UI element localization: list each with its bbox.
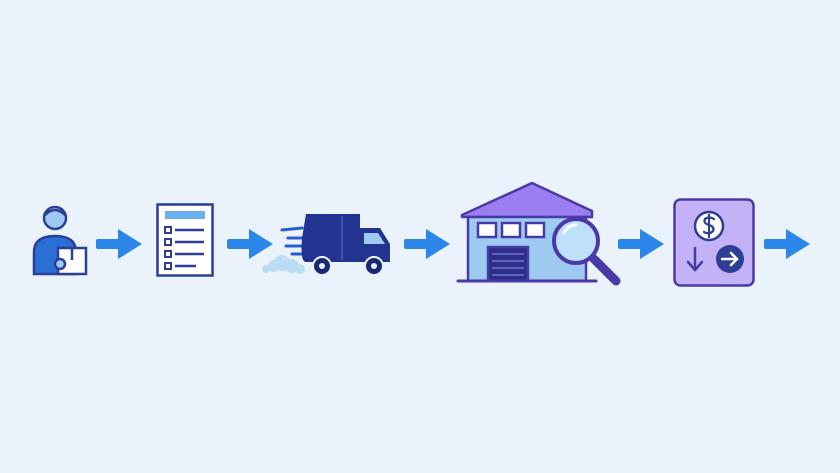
right-arrow-icon <box>404 229 452 259</box>
checklist-document-icon <box>156 203 214 277</box>
right-arrow-icon <box>618 229 666 259</box>
warehouse-inspection-icon <box>456 181 624 289</box>
right-arrow-icon <box>764 229 812 259</box>
refund-dollar-icon <box>673 198 755 288</box>
person-with-package-icon <box>28 204 92 278</box>
right-arrow-icon <box>227 229 275 259</box>
delivery-truck-icon <box>252 208 398 282</box>
right-arrow-icon <box>96 229 144 259</box>
